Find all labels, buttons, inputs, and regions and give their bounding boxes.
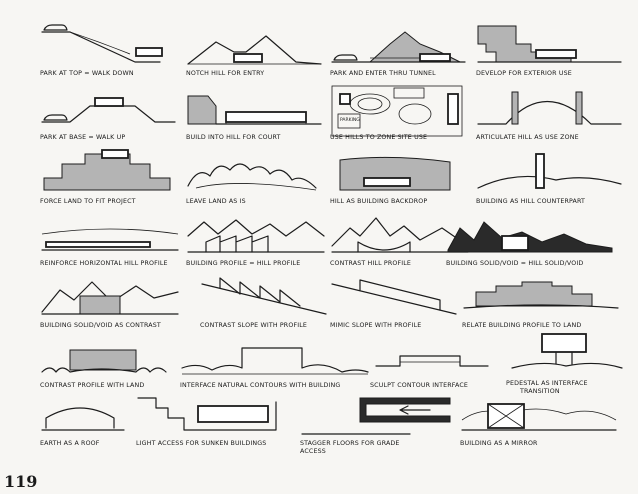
sketch-relate-profile-drawing xyxy=(463,281,619,309)
caption: PARK AND ENTER THRU TUNNEL xyxy=(330,70,436,77)
caption: SCULPT CONTOUR INTERFACE xyxy=(370,382,468,389)
sketch-solid-void-contrast: BUILDING SOLID/VOID AS CONTRAST xyxy=(40,276,180,336)
sketch-notch-hill-drawing xyxy=(187,35,322,65)
sketch-contrast-hill: CONTRAST HILL PROFILE xyxy=(330,214,470,274)
caption: HILL AS BUILDING BACKDROP xyxy=(330,198,428,205)
sketch-contrast-profile-land: CONTRAST PROFILE WITH LAND xyxy=(40,340,180,396)
caption: CONTRAST HILL PROFILE xyxy=(330,260,412,267)
sketch-articulate-hill-drawing xyxy=(477,91,622,125)
caption: BUILDING AS A MIRROR xyxy=(460,440,538,447)
caption: PARK AT TOP = WALK DOWN xyxy=(40,70,134,77)
sketch-hill-backdrop: HILL AS BUILDING BACKDROP xyxy=(330,150,470,210)
sketch-park-at-base: PARK AT BASE = WALK UP xyxy=(40,92,180,152)
sketch-profile-equals: BUILDING PROFILE = HILL PROFILE xyxy=(186,214,326,274)
caption: LEAVE LAND AS IS xyxy=(186,198,246,205)
sketch-notch-hill: NOTCH HILL FOR ENTRY xyxy=(186,22,326,82)
sketch-park-at-base-drawing xyxy=(41,97,176,123)
sketch-sunken-light: LIGHT ACCESS FOR SUNKEN BUILDINGS xyxy=(136,394,296,454)
caption: BUILDING SOLID/VOID = HILL SOLID/VOID xyxy=(446,260,584,267)
sketch-build-into-hill-drawing xyxy=(187,95,322,125)
sketch-reinforce-horizontal: REINFORCE HORIZONTAL HILL PROFILE xyxy=(40,214,180,274)
sketch-contrast-slope-drawing xyxy=(201,277,327,315)
sketch-contrast-profile-land-drawing xyxy=(41,349,167,373)
caption: STAGGER FLOORS FOR GRADE xyxy=(300,440,400,447)
sketch-pedestal-drawing xyxy=(511,333,623,369)
sketch-solid-void-equals-drawing xyxy=(447,221,613,253)
sketch-zone-site-drawing xyxy=(331,85,463,137)
caption: BUILD INTO HILL FOR COURT xyxy=(186,134,281,141)
caption: TRANSITION xyxy=(520,388,560,395)
sketch-build-into-hill: BUILD INTO HILL FOR COURT xyxy=(186,92,326,152)
page-number: 119 xyxy=(4,472,38,491)
caption: LIGHT ACCESS FOR SUNKEN BUILDINGS xyxy=(136,440,267,447)
sketch-hill-backdrop-drawing xyxy=(339,156,451,191)
caption: ARTICULATE HILL AS USE ZONE xyxy=(476,134,579,141)
sketch-exterior-use: DEVELOP FOR EXTERIOR USE xyxy=(476,22,626,82)
sketch-mimic-slope: MIMIC SLOPE WITH PROFILE xyxy=(330,276,460,336)
caption: BUILDING SOLID/VOID AS CONTRAST xyxy=(40,322,161,329)
caption: USE HILLS TO ZONE SITE USE xyxy=(330,134,428,141)
sketch-reinforce-horizontal-drawing xyxy=(41,228,179,251)
sketch-solid-void-contrast-drawing xyxy=(41,281,179,315)
sketch-interface-contours-drawing xyxy=(181,347,369,375)
sketch-tunnel-drawing xyxy=(331,31,466,63)
sketch-tunnel: PARK AND ENTER THRU TUNNEL xyxy=(330,22,470,82)
sketch-articulate-hill: ARTICULATE HILL AS USE ZONE xyxy=(476,84,626,152)
sketch-earth-roof: EARTH AS A ROOF xyxy=(40,398,140,454)
caption: CONTRAST SLOPE WITH PROFILE xyxy=(200,322,308,329)
sketch-stagger-floors: STAGGER FLOORS FOR GRADE ACCESS xyxy=(300,394,460,466)
sketch-leave-land: LEAVE LAND AS IS xyxy=(186,150,326,210)
sketch-zone-site: PARKING USE HILLS TO ZONE SITE USE xyxy=(330,84,470,152)
sketch-pedestal: PEDESTAL AS INTERFACE TRANSITION xyxy=(506,332,626,402)
sketch-relate-profile: RELATE BUILDING PROFILE TO LAND xyxy=(462,276,622,336)
sketch-profile-equals-drawing xyxy=(187,219,325,253)
sketch-solid-void-equals: BUILDING SOLID/VOID = HILL SOLID/VOID xyxy=(446,214,616,274)
sketch-contrast-hill-drawing xyxy=(331,217,469,253)
sketch-mirror-drawing xyxy=(461,403,617,431)
sketch-sculpt-contour-drawing xyxy=(375,355,489,367)
sketch-sculpt-contour: SCULPT CONTOUR INTERFACE xyxy=(370,340,500,396)
sketch-mirror: BUILDING AS A MIRROR xyxy=(460,394,620,454)
sketch-earth-roof-drawing xyxy=(41,407,125,431)
caption: BUILDING AS HILL COUNTERPART xyxy=(476,198,586,205)
caption: PEDESTAL AS INTERFACE xyxy=(506,380,588,387)
caption: DEVELOP FOR EXTERIOR USE xyxy=(476,70,572,77)
caption: NOTCH HILL FOR ENTRY xyxy=(186,70,265,77)
caption: RELATE BUILDING PROFILE TO LAND xyxy=(462,322,582,329)
sketch-park-at-top: PARK AT TOP = WALK DOWN xyxy=(40,22,180,82)
caption: ACCESS xyxy=(300,448,326,455)
sketch-stagger-floors-drawing xyxy=(301,397,451,435)
caption: FORCE LAND TO FIT PROJECT xyxy=(40,198,136,205)
sketch-hill-counterpart-drawing xyxy=(477,153,622,189)
sketch-force-land-drawing xyxy=(43,149,171,191)
sketch-exterior-use-drawing xyxy=(477,25,622,63)
sketch-sunken-light-drawing xyxy=(137,397,277,431)
sketch-hill-counterpart: BUILDING AS HILL COUNTERPART xyxy=(476,150,626,210)
caption: EARTH AS A ROOF xyxy=(40,440,100,447)
caption: MIMIC SLOPE WITH PROFILE xyxy=(330,322,422,329)
sketch-contrast-slope: CONTRAST SLOPE WITH PROFILE xyxy=(200,276,330,336)
caption: CONTRAST PROFILE WITH LAND xyxy=(40,382,145,389)
sketch-force-land: FORCE LAND TO FIT PROJECT xyxy=(40,149,180,210)
caption: BUILDING PROFILE = HILL PROFILE xyxy=(186,260,301,267)
caption: INTERFACE NATURAL CONTOURS WITH BUILDING xyxy=(180,382,341,389)
parking-label: PARKING xyxy=(340,118,360,123)
sketch-interface-contours: INTERFACE NATURAL CONTOURS WITH BUILDING xyxy=(180,340,370,396)
caption: REINFORCE HORIZONTAL HILL PROFILE xyxy=(40,260,168,267)
caption: PARK AT BASE = WALK UP xyxy=(40,134,126,141)
sketch-park-at-top-drawing xyxy=(41,24,163,63)
sketch-mimic-slope-drawing xyxy=(331,279,457,315)
sketch-leave-land-drawing xyxy=(187,163,317,191)
